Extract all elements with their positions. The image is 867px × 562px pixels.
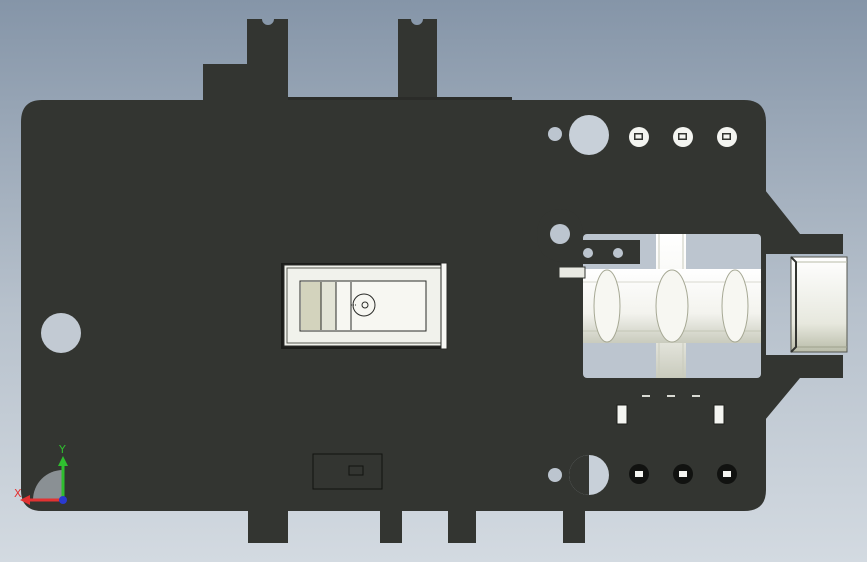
coordinate-triad: Y X bbox=[14, 443, 68, 505]
pivot-hole bbox=[550, 224, 570, 244]
bracket-hole-2 bbox=[613, 248, 623, 258]
right-tab-upper bbox=[765, 190, 843, 254]
bottom-tab-1 bbox=[248, 505, 288, 543]
left-mount-hole bbox=[41, 313, 81, 353]
bottom-large-hole bbox=[569, 455, 609, 495]
bottom-small-hole bbox=[548, 468, 562, 482]
bottom-tab-3 bbox=[448, 505, 476, 543]
bracket-lip bbox=[558, 266, 586, 279]
bottom-connector-pins bbox=[629, 464, 737, 484]
top-connector-pins bbox=[629, 127, 737, 147]
slot-right bbox=[713, 404, 725, 425]
triad-y-label: Y bbox=[58, 443, 66, 456]
bottom-tab-4 bbox=[563, 505, 585, 543]
bottom-tab-2 bbox=[380, 505, 402, 543]
center-switch-module[interactable] bbox=[281, 262, 448, 350]
horizontal-shaft bbox=[583, 269, 761, 343]
top-large-hole bbox=[569, 115, 609, 155]
top-small-hole bbox=[548, 127, 562, 141]
top-tab-right bbox=[398, 19, 437, 100]
bottom-indicator-window bbox=[312, 453, 383, 490]
slot-left bbox=[616, 404, 628, 425]
triad-x-label: X bbox=[14, 487, 22, 500]
right-connector bbox=[790, 256, 848, 353]
dash-marks bbox=[642, 395, 700, 397]
bracket-hole-1 bbox=[583, 248, 593, 258]
top-tab-left bbox=[203, 19, 288, 100]
right-tab-lower bbox=[765, 355, 843, 420]
top-ridge bbox=[288, 97, 512, 101]
